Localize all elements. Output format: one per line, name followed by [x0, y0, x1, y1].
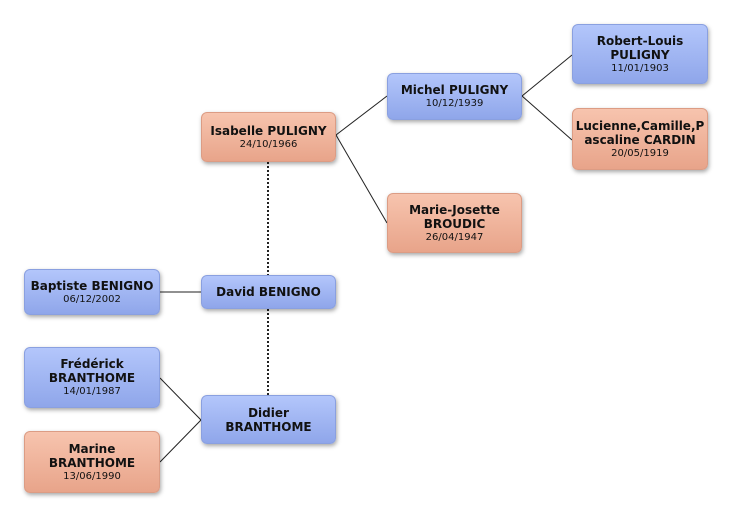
person-date: 20/05/1919 [611, 147, 669, 159]
person-name: David BENIGNO [216, 285, 321, 299]
link-michel-robert [521, 54, 573, 97]
person-date: 26/04/1947 [425, 231, 484, 243]
person-robert-louis-puligny[interactable]: Robert-Louis PULIGNY 11/01/1903 [572, 24, 708, 84]
person-david-benigno[interactable]: David BENIGNO [201, 275, 336, 309]
person-baptiste-benigno[interactable]: Baptiste BENIGNO 06/12/2002 [24, 269, 160, 315]
link-marine-didier [159, 419, 202, 463]
person-date: 11/01/1903 [611, 62, 669, 74]
person-name: Michel PULIGNY [400, 83, 509, 97]
person-date: 06/12/2002 [63, 293, 121, 305]
person-name-line-2: BROUDIC [423, 216, 486, 231]
person-name: Lucienne,Camille,P [575, 118, 705, 133]
person-name: Frédérick [60, 357, 124, 371]
person-name-line-2: BRANTHOME [225, 419, 312, 434]
person-isabelle-puligny[interactable]: Isabelle PULIGNY 24/10/1966 [201, 112, 336, 162]
person-didier-branthome[interactable]: Didier BRANTHOME [201, 395, 336, 444]
person-name: Isabelle PULIGNY [210, 123, 327, 138]
person-name-line-2: BRANTHOME [48, 455, 136, 470]
person-marie-josette-broudic[interactable]: Marie-Josette BROUDIC 26/04/1947 [387, 193, 522, 253]
person-date: 24/10/1966 [239, 138, 298, 150]
link-isabelle-marie-josette [335, 134, 388, 224]
person-date: 14/01/1987 [63, 386, 121, 397]
link-michel-lucienne [521, 95, 573, 141]
person-name-line-2: ascaline CARDIN [584, 132, 696, 147]
person-lucienne-cardin[interactable]: Lucienne,Camille,P ascaline CARDIN 20/05… [572, 108, 708, 170]
person-marine-branthome[interactable]: Marine BRANTHOME 13/06/1990 [24, 431, 160, 493]
person-name-line-2: PULIGNY [610, 47, 670, 62]
link-isabelle-michel [335, 95, 388, 136]
person-name: Marine [68, 441, 116, 456]
person-date: 13/06/1990 [63, 470, 121, 482]
person-name: Didier [248, 405, 289, 420]
person-name-line-2: BRANTHOME [48, 371, 136, 385]
person-date: 10/12/1939 [425, 98, 484, 109]
person-name: Robert-Louis [596, 33, 684, 48]
person-name: Baptiste BENIGNO [30, 278, 154, 293]
person-name: Marie-Josette [409, 202, 500, 217]
person-michel-puligny[interactable]: Michel PULIGNY 10/12/1939 [387, 73, 522, 120]
person-frederick-branthome[interactable]: Frédérick BRANTHOME 14/01/1987 [24, 347, 160, 408]
link-frederick-didier [159, 377, 202, 421]
